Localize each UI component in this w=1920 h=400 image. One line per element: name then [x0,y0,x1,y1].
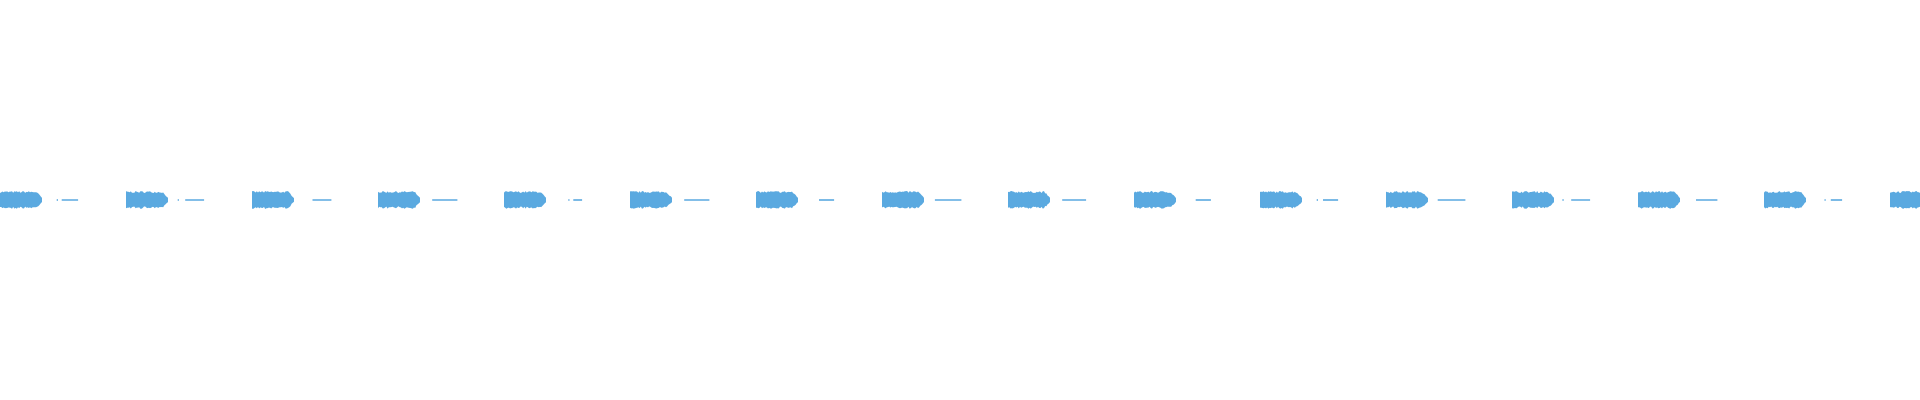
waveform-segment-34 [1824,199,1826,201]
waveform-segment-12 [573,199,583,201]
waveform-segment-6 [252,191,294,209]
waveform-segment-25 [1323,199,1339,201]
waveform-segment-4 [177,199,179,201]
waveform-segment-23 [1260,191,1302,209]
waveform-segment-10 [504,191,546,209]
waveform-segment-8 [378,191,420,209]
waveform-segment-29 [1562,199,1564,201]
waveform-segment-22 [1195,199,1211,201]
waveform-segment-33 [1764,191,1806,209]
waveform-segment-0 [0,191,42,209]
waveform-segment-5 [185,199,205,201]
waveform-segment-19 [1008,191,1050,209]
waveform-segment-15 [756,191,798,209]
waveform-segment-31 [1638,191,1680,209]
waveform-segment-30 [1571,199,1591,201]
waveform-segment-28 [1512,191,1554,209]
waveform-segment-11 [568,199,570,201]
waveform-segment-1 [56,199,58,201]
waveform-segment-20 [1062,199,1087,201]
waveform-segment-3 [126,191,168,209]
waveform-segment-14 [684,199,710,201]
waveform-segment-7 [312,199,332,201]
waveform-segment-9 [432,199,458,201]
waveform-segment-27 [1437,199,1466,201]
waveform-segments [0,191,1920,209]
waveform-segment-26 [1386,191,1428,209]
waveform-segment-32 [1696,199,1718,201]
waveform-segment-13 [630,191,672,209]
waveform-segment-18 [934,199,962,201]
waveform-segment-16 [819,199,835,201]
waveform-segment-17 [882,191,924,209]
waveform-segment-24 [1316,199,1318,201]
waveform-segment-2 [61,199,79,201]
waveform-segment-21 [1134,191,1176,209]
waveform-segment-35 [1830,199,1843,201]
waveform-segment-36 [1890,191,1920,209]
